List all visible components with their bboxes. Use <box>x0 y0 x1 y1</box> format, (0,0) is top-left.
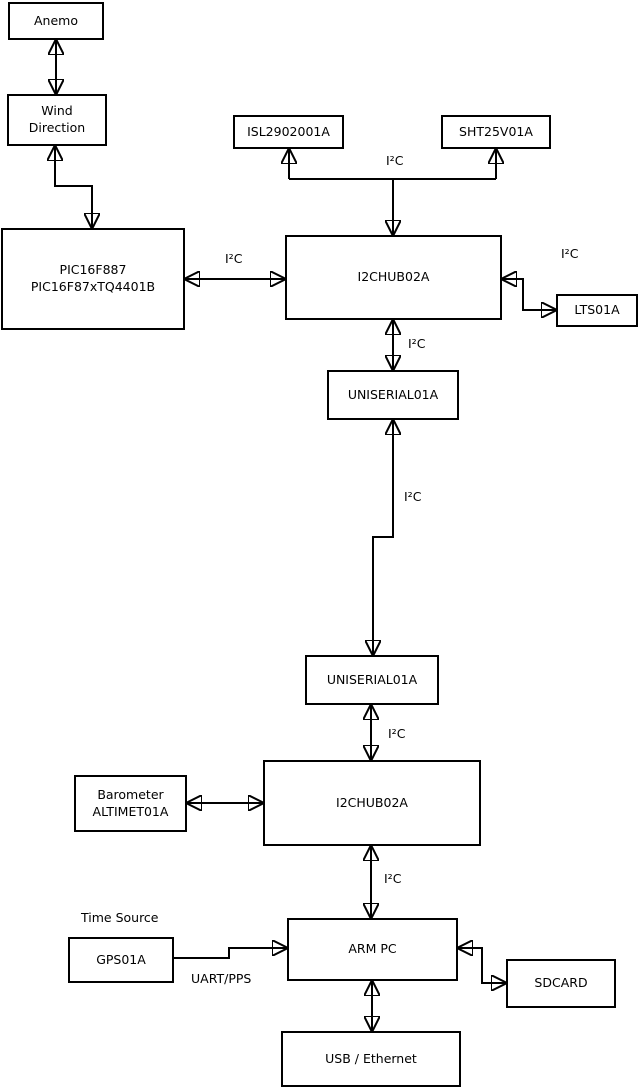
block-uniserial01a-bottom-label: UNISERIAL01A <box>326 671 418 687</box>
block-gps01a-label: GPS01A <box>96 951 146 967</box>
block-uniserial01a-top-label: UNISERIAL01A <box>347 386 439 402</box>
block-barometer-label-line2: ALTIMET01A <box>92 803 169 819</box>
block-isl2902001a-label: ISL2902001A <box>247 123 330 139</box>
block-arm-pc-label: ARM PC <box>348 941 397 957</box>
block-i2chub02a-bottom-label: I2CHUB02A <box>336 794 408 810</box>
block-lts01a: LTS01A <box>556 294 638 327</box>
edge-label-i2c-hub2-armpc: I²C <box>384 871 402 886</box>
block-pic16f887: PIC16F887 PIC16F87xTQ4401B <box>1 228 185 330</box>
block-anemo: Anemo <box>8 2 104 40</box>
block-arm-pc: ARM PC <box>287 918 458 981</box>
edge-label-time-source: Time Source <box>81 910 159 925</box>
block-pic16f887-label-line2: PIC16F87xTQ4401B <box>30 279 156 294</box>
edge-label-uart-pps: UART/PPS <box>191 971 252 986</box>
block-barometer-label-line1: Barometer <box>97 786 164 802</box>
block-wind-direction: Wind Direction <box>7 94 107 146</box>
connector-uniserial1-uniserial2 <box>373 420 393 655</box>
block-wind-direction-label-line2: Direction <box>28 120 86 135</box>
block-usb-ethernet-label: USB / Ethernet <box>325 1050 417 1066</box>
block-i2chub02a-bottom: I2CHUB02A <box>263 760 481 846</box>
connector-wind-pic <box>55 146 92 228</box>
block-sdcard-label: SDCARD <box>534 975 588 991</box>
edge-label-i2c-uniserial2-hub2: I²C <box>388 726 406 741</box>
edge-label-i2c-isl-sht: I²C <box>386 153 404 168</box>
block-sdcard: SDCARD <box>506 959 616 1008</box>
block-uniserial01a-bottom: UNISERIAL01A <box>305 655 439 705</box>
block-lts01a-label: LTS01A <box>574 302 620 318</box>
block-uniserial01a-top: UNISERIAL01A <box>327 370 459 420</box>
block-anemo-label: Anemo <box>34 12 78 28</box>
block-sht25v01a-label: SHT25V01A <box>459 123 533 139</box>
block-sht25v01a: SHT25V01A <box>441 115 551 149</box>
connector-hub1-lts <box>502 279 556 310</box>
edge-label-i2c-pic-hub1: I²C <box>225 251 243 266</box>
block-isl2902001a: ISL2902001A <box>233 115 344 149</box>
block-wind-direction-label-line1: Wind <box>41 103 73 119</box>
block-usb-ethernet: USB / Ethernet <box>281 1031 461 1087</box>
block-i2chub02a-top-label: I2CHUB02A <box>357 269 430 285</box>
connector-gps-armpc <box>174 948 287 959</box>
edge-label-i2c-uniserial-link: I²C <box>404 489 422 504</box>
block-barometer: Barometer ALTIMET01A <box>74 775 187 832</box>
connector-armpc-sdcard <box>458 948 506 983</box>
block-i2chub02a-top: I2CHUB02A <box>285 235 502 320</box>
block-pic16f887-label-line1: PIC16F887 <box>59 262 127 278</box>
edge-label-i2c-hub1-uniserial1: I²C <box>408 336 426 351</box>
edge-label-i2c-hub1-lts: I²C <box>561 246 579 261</box>
block-gps01a: GPS01A <box>68 937 174 983</box>
